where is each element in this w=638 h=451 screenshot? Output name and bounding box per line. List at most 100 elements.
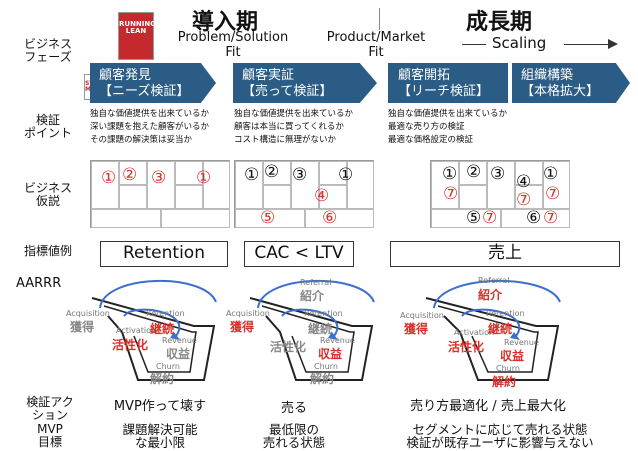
canvas-cell: [161, 209, 230, 228]
row-label-mvp-goal: MVP 目標: [37, 422, 63, 449]
canvas-cell: [319, 185, 347, 209]
scaling-line-right: [564, 44, 612, 45]
funnel-churn-jp: 解約: [150, 372, 175, 386]
funnel-churn-jp: 解約: [492, 375, 517, 389]
funnel-retention-en: Retention: [146, 309, 185, 318]
check-point: その課題の解決策は妥当か: [90, 135, 193, 145]
funnel-activation-jp: 活性化: [112, 338, 149, 352]
funnel-activation-en: Activation: [116, 326, 157, 335]
problem-solution-fit: Problem/Solution Fit: [177, 30, 289, 60]
funnel-outline: [91, 297, 216, 381]
funnel-activation-jp: 活性化: [448, 340, 485, 354]
stage-customer-discovery: 顧客発見 【ニーズ検証】: [90, 63, 216, 103]
check-point: 独自な価値提供を出来ているか: [234, 109, 354, 119]
funnel-revenue-en: Revenue: [162, 336, 197, 345]
funnel-acquisition-en: Acquisition: [226, 309, 270, 318]
canvas-cell: [543, 161, 570, 209]
referral-loop-arrow: [257, 279, 375, 309]
canvas-cell: [487, 161, 515, 209]
canvas-number: ④: [516, 172, 532, 192]
canvas-cell: [305, 209, 374, 228]
funnel-acquisition-jp: 獲得: [404, 322, 429, 336]
canvas-cell: [501, 209, 570, 228]
funnel-acquisition-jp: 獲得: [70, 320, 95, 334]
row-label-aarrr: AARRR: [16, 276, 62, 291]
stage-customer-validation: 顧客実証 【売って検証】: [233, 63, 377, 103]
canvas-cell: [203, 161, 230, 209]
arrow-head: [510, 332, 520, 340]
canvas-cell: [319, 161, 347, 185]
retention-loop-arrow: [123, 308, 181, 337]
funnel-acquisition-en: Acquisition: [66, 309, 110, 318]
canvas-number: ⑥: [322, 208, 338, 228]
stage-title: 顧客開拓: [398, 68, 451, 83]
stage-subtitle: 【売って検証】: [242, 84, 333, 99]
row-label-verification-action: 検証アク ション: [26, 395, 74, 422]
canvas-cell: [119, 185, 147, 209]
stage-title: 顧客発見: [99, 68, 152, 83]
funnel-revenue-jp: 収益: [318, 347, 343, 361]
canvas-cell: [175, 185, 203, 209]
product-market-fit: Product/Market Fit: [326, 30, 426, 60]
mvp-goal-creation: セグメントに応じて売れる状態 検証が既存ユーザに影響与えない: [406, 422, 594, 450]
referral-loop-arrow: [99, 279, 217, 309]
phase-divider: [379, 8, 380, 30]
canvas-number: ①: [442, 164, 458, 184]
canvas-number: ③: [151, 168, 167, 188]
phase-title-intro: 導入期: [192, 10, 259, 35]
canvas-cell: [431, 161, 459, 209]
retention-loop-arrow: [461, 308, 521, 337]
metric-cac-ltv: CAC < LTV: [244, 241, 354, 267]
canvas-cell: [291, 161, 319, 209]
scaling-label: Scaling: [492, 34, 547, 52]
action-validation: 売る: [280, 401, 307, 416]
aarrr-funnel-2: [249, 279, 375, 381]
aarrr-funnel-1: [91, 279, 217, 381]
funnel-churn-en: Churn: [314, 362, 338, 371]
check-point: 独自な価値提供を出来ているか: [90, 109, 210, 119]
lean-canvas-1: [90, 160, 230, 228]
check-point: 独自な価値提供を出来ているか: [388, 109, 508, 119]
canvas-cell: [91, 161, 119, 209]
check-point: 顧客は本当に買ってくれるか: [234, 122, 344, 132]
funnel-revenue-jp: 収益: [166, 347, 191, 361]
funnel-acquisition-jp: 獲得: [230, 320, 255, 334]
canvas-number: ①: [338, 165, 354, 185]
retention-loop-arrow: [281, 308, 339, 337]
canvas-number: ⑦: [545, 184, 561, 204]
funnel-referral-jp: 紹介: [300, 289, 325, 303]
canvas-number: ②: [122, 165, 138, 185]
canvas-number: ⑥: [526, 208, 542, 228]
funnel-activation-en: Activation: [454, 328, 495, 337]
canvas-cell: [235, 209, 305, 228]
action-discovery: MVP作って壊す: [113, 399, 207, 414]
check-point: 最適な価格設定の検証: [388, 135, 474, 145]
check-points-validation: 独自な価値提供を出来ているか 顧客は本当に買ってくれるか コスト構造に無理がない…: [234, 108, 378, 147]
canvas-number: ②: [264, 162, 280, 182]
canvas-number: ⑦: [516, 190, 532, 210]
canvas-number: ⑦: [543, 208, 559, 228]
row-label-business-hypothesis: ビジネス 仮説: [23, 181, 72, 208]
stage-subtitle: 【ニーズ検証】: [99, 84, 190, 99]
canvas-number: ①: [244, 165, 260, 185]
canvas-number: ⑤: [466, 208, 482, 228]
funnel-referral-en: Referral: [478, 276, 510, 285]
stage-title: 組織構築: [521, 68, 574, 83]
funnel-revenue-jp: 収益: [500, 349, 525, 363]
funnel-acquisition-en: Acquisition: [400, 311, 444, 320]
canvas-cell: [263, 161, 291, 185]
funnel-inner: [437, 305, 539, 373]
funnel-retention-en: Retention: [486, 309, 525, 318]
funnel-retention-jp: 継続: [308, 322, 333, 336]
canvas-number: ⑤: [260, 208, 276, 228]
funnel-revenue-en: Revenue: [320, 336, 355, 345]
metric-retention: Retention: [100, 241, 228, 267]
action-creation: 売り方最適化 / 売上最大化: [410, 399, 566, 414]
canvas-cell: [235, 161, 263, 209]
funnel-churn-en: Churn: [496, 364, 520, 373]
lean-canvas-3: [430, 160, 570, 228]
aarrr-funnel-3: [425, 280, 561, 381]
canvas-number: ①: [543, 164, 559, 184]
funnel-outline: [249, 297, 374, 381]
check-point: 深い課題を抱えた顧客がいるか: [90, 122, 210, 132]
